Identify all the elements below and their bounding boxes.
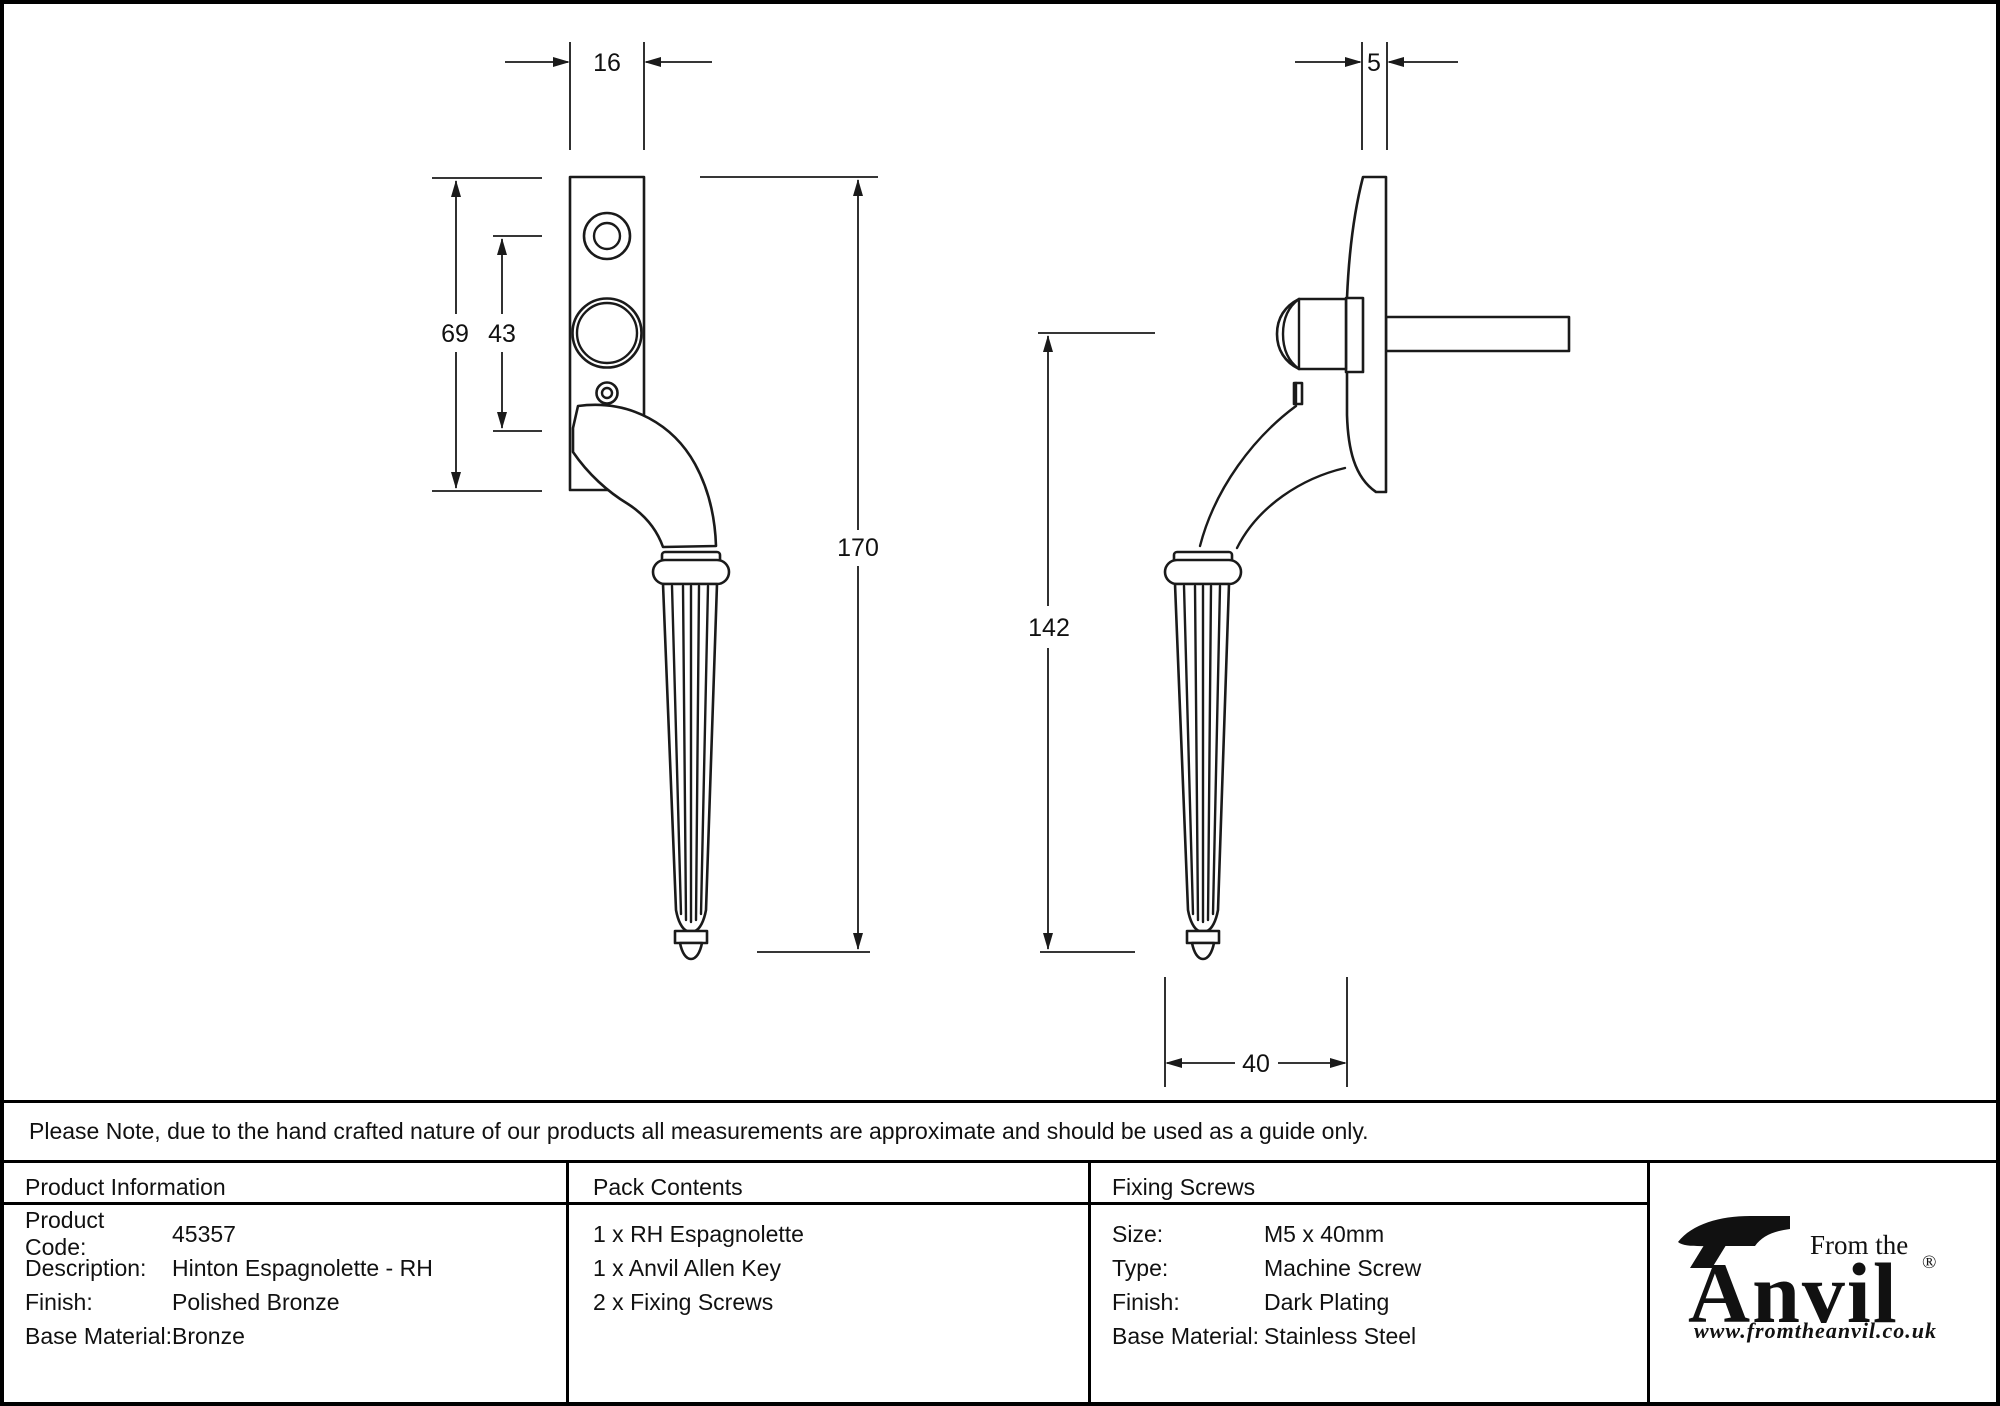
- technical-drawing: 16: [432, 42, 1571, 1087]
- logo-website: www.fromtheanvil.co.uk: [1694, 1318, 1938, 1343]
- registered-mark: ®: [1922, 1252, 1937, 1273]
- header-product-information: Product Information: [25, 1173, 226, 1200]
- note-divider: [4, 1160, 1996, 1163]
- dimension-plate-thickness: 5: [1295, 42, 1458, 150]
- dimension-fixing-centres: 43: [488, 235, 542, 432]
- row-value: Bronze: [172, 1322, 245, 1349]
- list-item: 2 x Fixing Screws: [593, 1288, 774, 1315]
- table-header-divider: [4, 1202, 1647, 1205]
- knob-side: [1275, 297, 1348, 371]
- table-divider-3: [1647, 1163, 1650, 1402]
- dim-label-plate-width: 16: [593, 49, 621, 77]
- row-label: Base Material:: [25, 1322, 173, 1349]
- row-label: Size:: [1112, 1220, 1164, 1247]
- header-pack-contents: Pack Contents: [593, 1173, 743, 1200]
- finial-cap-side: [1185, 929, 1221, 945]
- row-value: Machine Screw: [1264, 1254, 1422, 1281]
- row-label: Base Material:: [1112, 1322, 1260, 1349]
- backplate-side: [1345, 175, 1388, 494]
- dimension-overall-length: 170: [700, 176, 879, 953]
- row-value: Hinton Espagnolette - RH: [172, 1254, 433, 1281]
- handle-boss: [571, 297, 643, 369]
- handle-neck-side-bottom: [1235, 466, 1347, 550]
- dim-label-handle-length: 142: [1028, 614, 1070, 642]
- row-value: M5 x 40mm: [1264, 1220, 1385, 1247]
- table-row: Base Material: Bronze: [25, 1319, 433, 1353]
- dim-label-fixing-centres: 43: [488, 320, 516, 348]
- measurement-note: Please Note, due to the hand crafted nat…: [4, 1103, 1996, 1160]
- dim-label-plate-height: 69: [441, 320, 469, 348]
- side-view-drawing: 5: [1028, 42, 1571, 1087]
- note-text: Please Note, due to the hand crafted nat…: [29, 1118, 1369, 1144]
- dim-label-projection: 40: [1242, 1050, 1270, 1078]
- table-row: Size: M5 x 40mm: [1112, 1217, 1421, 1251]
- dimension-projection: 40: [1164, 977, 1348, 1087]
- logo-lockup: From the Anvil ® www.fromtheanvil.co.uk: [1650, 1166, 1996, 1402]
- table-divider-1: [566, 1163, 569, 1402]
- dimension-plate-width: 16: [505, 42, 712, 150]
- table-row: Finish: Polished Bronze: [25, 1285, 433, 1319]
- anvil-icon: [1678, 1216, 1790, 1268]
- row-value: Polished Bronze: [172, 1288, 340, 1315]
- dim-label-plate-thickness: 5: [1367, 49, 1381, 77]
- finial-dome-front: [678, 941, 704, 961]
- table-row: Base Material: Stainless Steel: [1112, 1319, 1421, 1353]
- row-label: Product Code:: [25, 1207, 105, 1260]
- handle-neck-side-top: [1198, 404, 1298, 548]
- latch-detail: [1292, 381, 1304, 406]
- brand-logo: From the Anvil ® www.fromtheanvil.co.uk: [1650, 1166, 1996, 1402]
- dimension-handle-length: 142: [1028, 332, 1155, 953]
- row-value: Stainless Steel: [1264, 1322, 1417, 1349]
- row-label: Type:: [1112, 1254, 1169, 1281]
- product-information-cell: Product Code: 45357 Description: Hinton …: [25, 1205, 433, 1353]
- list-item: 1 x RH Espagnolette: [593, 1220, 804, 1247]
- finial-dome-side: [1190, 941, 1216, 961]
- drawing-area-divider: [4, 1100, 1996, 1103]
- row-label: Finish:: [1112, 1288, 1180, 1315]
- grub-screw: [595, 381, 619, 405]
- list-item: 1 x Anvil Allen Key: [593, 1254, 781, 1281]
- front-view-drawing: 16: [432, 42, 879, 961]
- dim-label-overall-length: 170: [837, 534, 879, 562]
- logo-brand-text: Anvil: [1688, 1245, 1899, 1341]
- table-row: Product Code: 45357: [25, 1207, 433, 1260]
- row-label: Description:: [25, 1254, 147, 1281]
- table-divider-2: [1088, 1163, 1091, 1402]
- table-row: Description: Hinton Espagnolette - RH: [25, 1251, 433, 1285]
- fixing-hole-top: [582, 211, 632, 261]
- table-row: Type: Machine Screw: [1112, 1251, 1421, 1285]
- row-value: 45357: [172, 1220, 236, 1247]
- handle-neck-front: [571, 403, 718, 549]
- finial-cap-front: [673, 929, 709, 945]
- table-row: Finish: Dark Plating: [1112, 1285, 1421, 1319]
- row-label: Finish:: [25, 1288, 93, 1315]
- logo-tagline: From the: [1810, 1230, 1909, 1260]
- knob-rose-side: [1344, 296, 1365, 374]
- header-fixing-screws: Fixing Screws: [1112, 1173, 1256, 1200]
- collar-ring-side: [1163, 558, 1243, 586]
- pack-contents-cell: 1 x RH Espagnolette 1 x Anvil Allen Key …: [593, 1205, 804, 1319]
- row-value: Dark Plating: [1264, 1288, 1390, 1315]
- dimension-plate-height: 69: [432, 177, 542, 492]
- fixing-screws-cell: Size: M5 x 40mm Type: Machine Screw Fini…: [1112, 1205, 1421, 1353]
- spindle: [1384, 315, 1571, 353]
- collar-ring-front: [651, 558, 731, 586]
